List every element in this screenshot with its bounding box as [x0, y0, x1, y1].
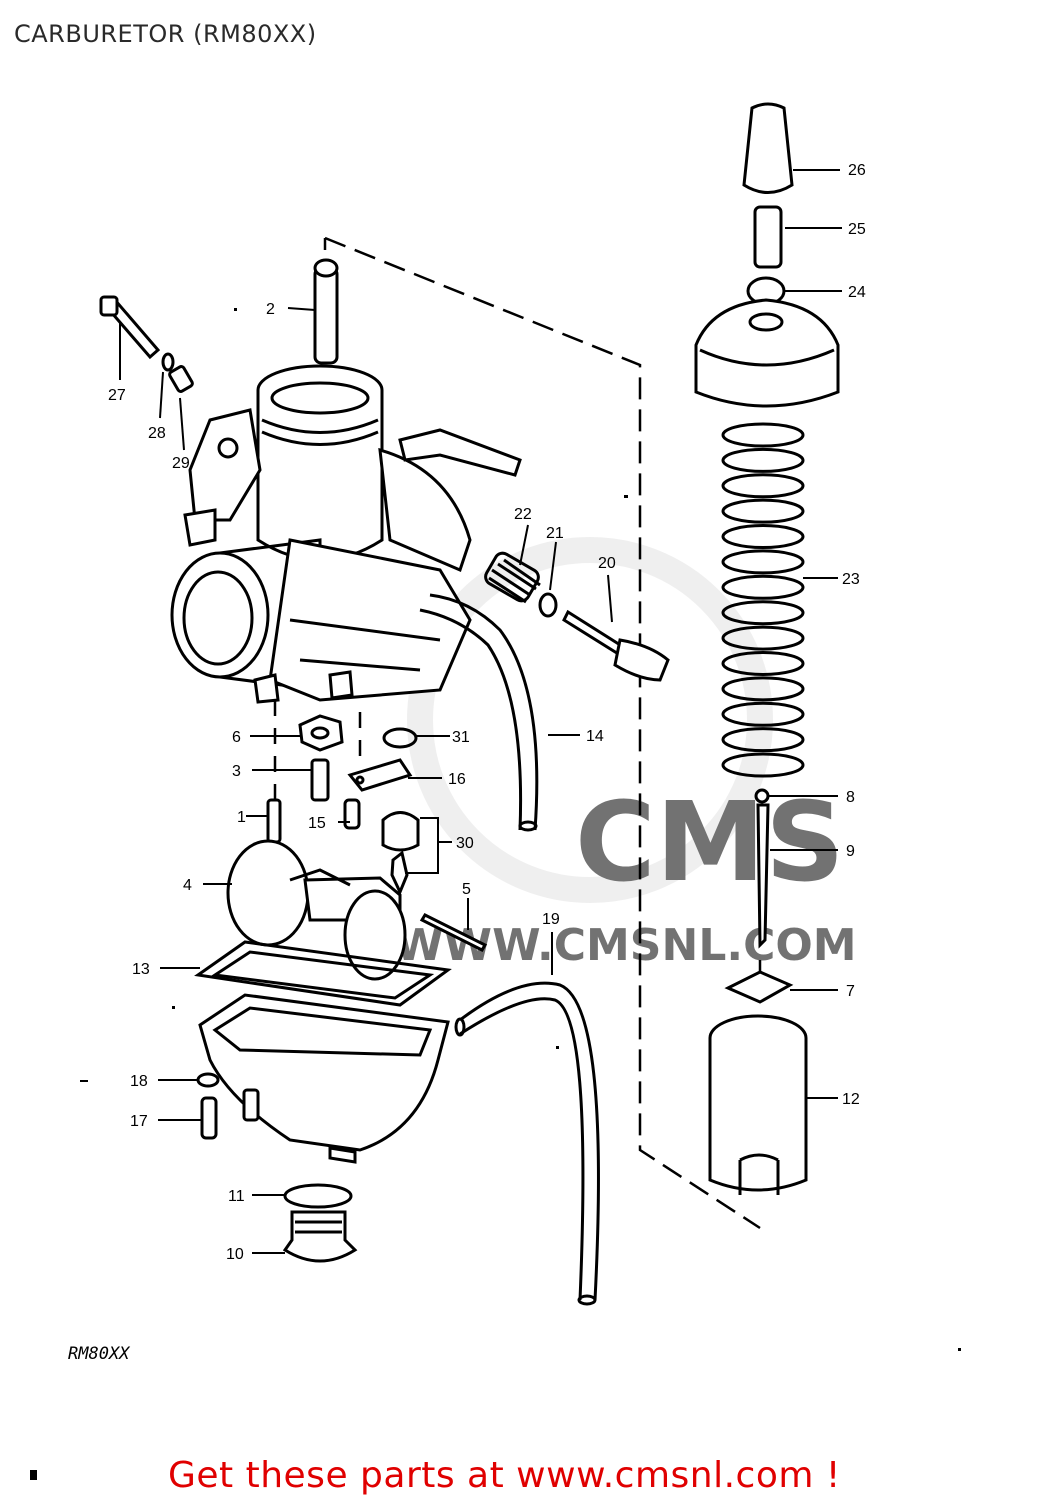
- part-7-plate: [724, 970, 794, 1004]
- part-25-adjuster: [753, 205, 783, 269]
- spring-coil: [721, 752, 805, 778]
- callout-19: 19: [542, 911, 560, 928]
- part-18-screw: [196, 1072, 220, 1088]
- mixing-chamber-cap: [694, 298, 840, 408]
- part-29-spring: [168, 365, 194, 393]
- part-19-hose: [454, 981, 600, 1306]
- stray-marks: [80, 308, 961, 1351]
- part-3-needle-jet: [310, 758, 330, 802]
- spring-coil: [721, 498, 805, 524]
- part-10-plug: [282, 1210, 358, 1263]
- spring-coil: [721, 574, 805, 600]
- callout-1: 1: [237, 809, 246, 826]
- callout-26: 26: [848, 162, 866, 179]
- callout-2: 2: [266, 301, 275, 318]
- spring-coil: [721, 447, 805, 473]
- part-26-boot: [742, 102, 794, 194]
- part-9-jet-needle: [756, 803, 770, 949]
- part-16-plate: [347, 758, 413, 792]
- callout-28: 28: [148, 425, 166, 442]
- part-11-gasket: [283, 1183, 353, 1209]
- callout-17: 17: [130, 1113, 148, 1130]
- watermark-url: WWW.CMSNL.COM: [395, 920, 857, 971]
- part-27-pilot-screw: [99, 295, 161, 360]
- part-12-throttle-valve: [708, 1014, 808, 1195]
- callout-23: 23: [842, 571, 860, 588]
- spring-coil: [721, 473, 805, 499]
- float-bowl: [198, 993, 450, 1164]
- spring-coil: [721, 676, 805, 702]
- callout-7: 7: [846, 983, 855, 1000]
- callout-16: 16: [448, 771, 466, 788]
- watermark-logo: CMS: [575, 778, 844, 906]
- spring-coil: [721, 549, 805, 575]
- part-1-pilot-jet: [266, 798, 282, 844]
- spring-coil: [721, 650, 805, 676]
- callout-6: 6: [232, 729, 241, 746]
- callout-25: 25: [848, 221, 866, 238]
- callout-5: 5: [462, 881, 471, 898]
- part-6-nut: [298, 714, 344, 752]
- part-20-starter-plunger: [562, 609, 670, 682]
- callout-13: 13: [132, 961, 150, 978]
- parts-link-banner[interactable]: Get these parts at www.cmsnl.com !: [168, 1455, 841, 1496]
- callout-3: 3: [232, 763, 241, 780]
- callout-labels: 1 2 3 4 5 6 7 8 9 10 11 12 13 14 15 16 1…: [108, 162, 866, 1263]
- callout-27: 27: [108, 387, 126, 404]
- callout-18: 18: [130, 1073, 148, 1090]
- part-31-o-ring: [382, 727, 418, 749]
- part-2-throttle-stop: [313, 258, 339, 365]
- callout-15: 15: [308, 815, 326, 832]
- callout-12: 12: [842, 1091, 860, 1108]
- part-21-o-ring: [538, 592, 558, 618]
- spring-coil: [721, 727, 805, 753]
- spring-coil: [721, 600, 805, 626]
- callout-10: 10: [226, 1246, 244, 1263]
- part-14-hose: [419, 593, 539, 832]
- part-5-float-pin: [419, 913, 488, 952]
- callout-9: 9: [846, 843, 855, 860]
- part-30-needle-valve: [381, 811, 420, 896]
- model-code-label: RM80XX: [68, 1344, 130, 1364]
- part-13-gasket: [194, 940, 452, 1007]
- part-15-screw: [343, 798, 361, 830]
- callout-14: 14: [586, 728, 604, 745]
- callout-20: 20: [598, 555, 616, 572]
- callout-21: 21: [546, 525, 564, 542]
- callout-8: 8: [846, 789, 855, 806]
- spring-coil: [721, 625, 805, 651]
- part-4-float: [226, 839, 407, 981]
- carburetor-body: [170, 364, 522, 704]
- part-17-screw: [200, 1096, 218, 1140]
- spring-coil: [721, 701, 805, 727]
- spring-coil: [721, 422, 805, 448]
- spring-coil: [721, 524, 805, 550]
- callout-31: 31: [452, 729, 470, 746]
- callout-30: 30: [456, 835, 474, 852]
- callout-22: 22: [514, 506, 532, 523]
- part-23-spring: [721, 422, 805, 778]
- page-title: CARBURETOR (RM80XX): [14, 20, 317, 48]
- watermark-ring: [407, 537, 773, 903]
- callout-24: 24: [848, 284, 866, 301]
- callout-29: 29: [172, 455, 190, 472]
- bullet-mark: [30, 1470, 37, 1480]
- callout-4: 4: [183, 877, 192, 894]
- part-28-washer: [161, 352, 175, 372]
- leader-lines: [119, 169, 842, 1254]
- callout-11: 11: [228, 1188, 245, 1205]
- watermark: CMS WWW.CMSNL.COM: [395, 537, 857, 971]
